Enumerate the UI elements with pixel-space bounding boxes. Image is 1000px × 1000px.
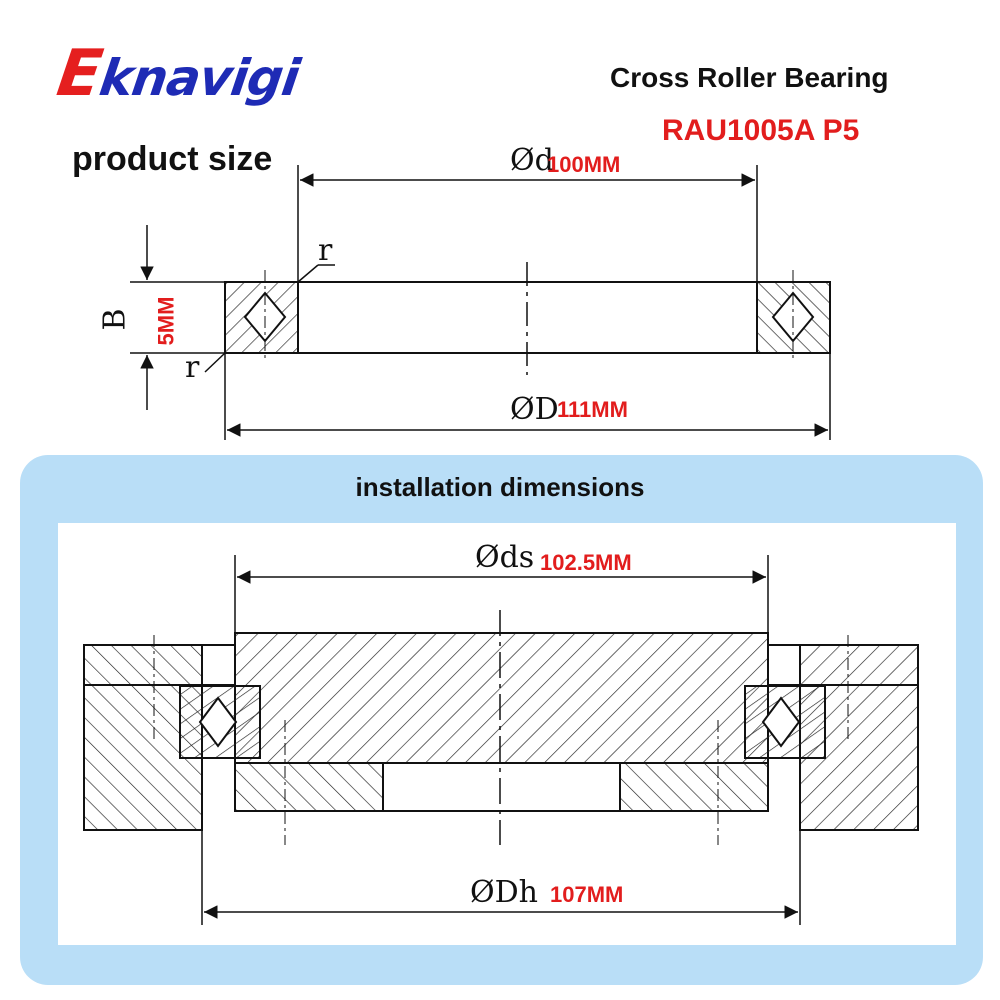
product-size-heading: product size <box>72 140 273 178</box>
model-number: RAU1005A P5 <box>662 114 860 147</box>
product-drawing <box>130 165 831 440</box>
product-title: Cross Roller Bearing <box>610 62 889 93</box>
r-label-bottom: r <box>185 350 200 385</box>
D-value: 111MM <box>557 397 628 422</box>
Dh-value: 107MM <box>550 882 624 907</box>
install-left-roller <box>198 696 238 748</box>
d-value: 100MM <box>547 152 621 177</box>
installation-title: installation dimensions <box>355 472 645 502</box>
install-right-roller <box>761 696 801 748</box>
r-label-top: r <box>318 233 333 268</box>
d-label: Ød <box>510 143 554 178</box>
ds-label: Øds <box>475 540 535 575</box>
Dh-label: ØDh <box>470 875 538 910</box>
D-label: ØD <box>510 392 559 427</box>
ds-value: 102.5MM <box>540 550 632 575</box>
